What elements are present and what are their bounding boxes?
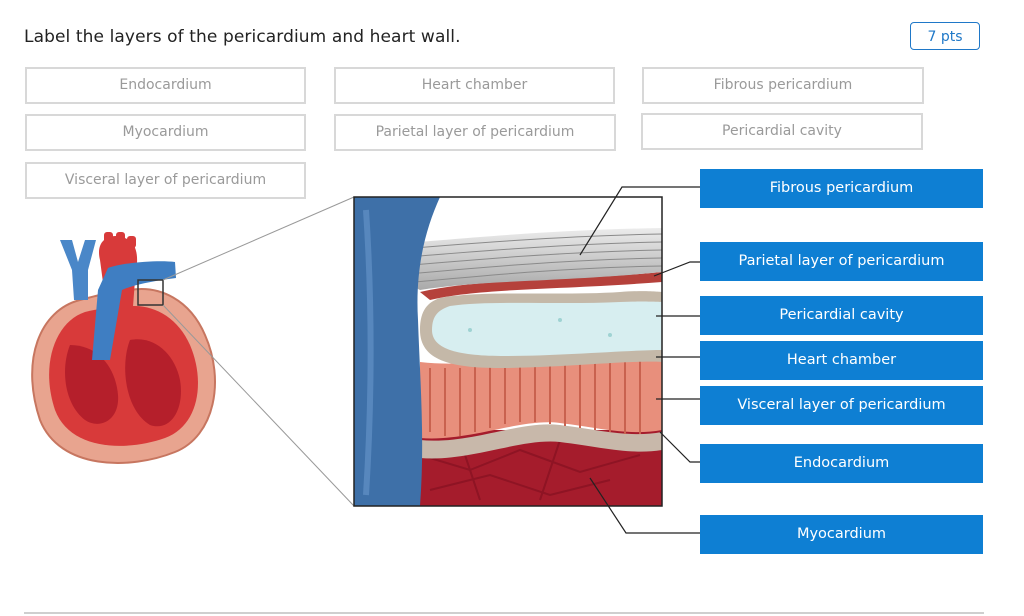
bank-item-visceral-layer[interactable]: Visceral layer of pericardium (25, 162, 306, 199)
question-text: Label the layers of the pericardium and … (24, 27, 461, 47)
bank-item-pericardial-cavity[interactable]: Pericardial cavity (641, 113, 923, 150)
bottom-divider (24, 612, 984, 614)
answer-slot-1[interactable]: Fibrous pericardium (700, 169, 983, 208)
leader-lines (579, 186, 700, 534)
bank-item-heart-chamber[interactable]: Heart chamber (334, 67, 615, 104)
answer-slot-3[interactable]: Pericardial cavity (700, 296, 983, 335)
answer-slot-7[interactable]: Myocardium (700, 515, 983, 554)
heart-illustration (31, 232, 216, 464)
bank-item-myocardium[interactable]: Myocardium (25, 114, 306, 151)
answer-slot-5[interactable]: Visceral layer of pericardium (700, 386, 983, 425)
points-badge: 7 pts (910, 22, 980, 50)
answer-slot-4[interactable]: Heart chamber (700, 341, 983, 380)
answer-slot-2[interactable]: Parietal layer of pericardium (700, 242, 983, 281)
answer-slot-6[interactable]: Endocardium (700, 444, 983, 483)
bank-item-parietal-layer[interactable]: Parietal layer of pericardium (334, 114, 616, 151)
bank-item-fibrous-pericardium[interactable]: Fibrous pericardium (642, 67, 924, 104)
zoomed-cross-section (354, 197, 662, 506)
bank-item-endocardium[interactable]: Endocardium (25, 67, 306, 104)
